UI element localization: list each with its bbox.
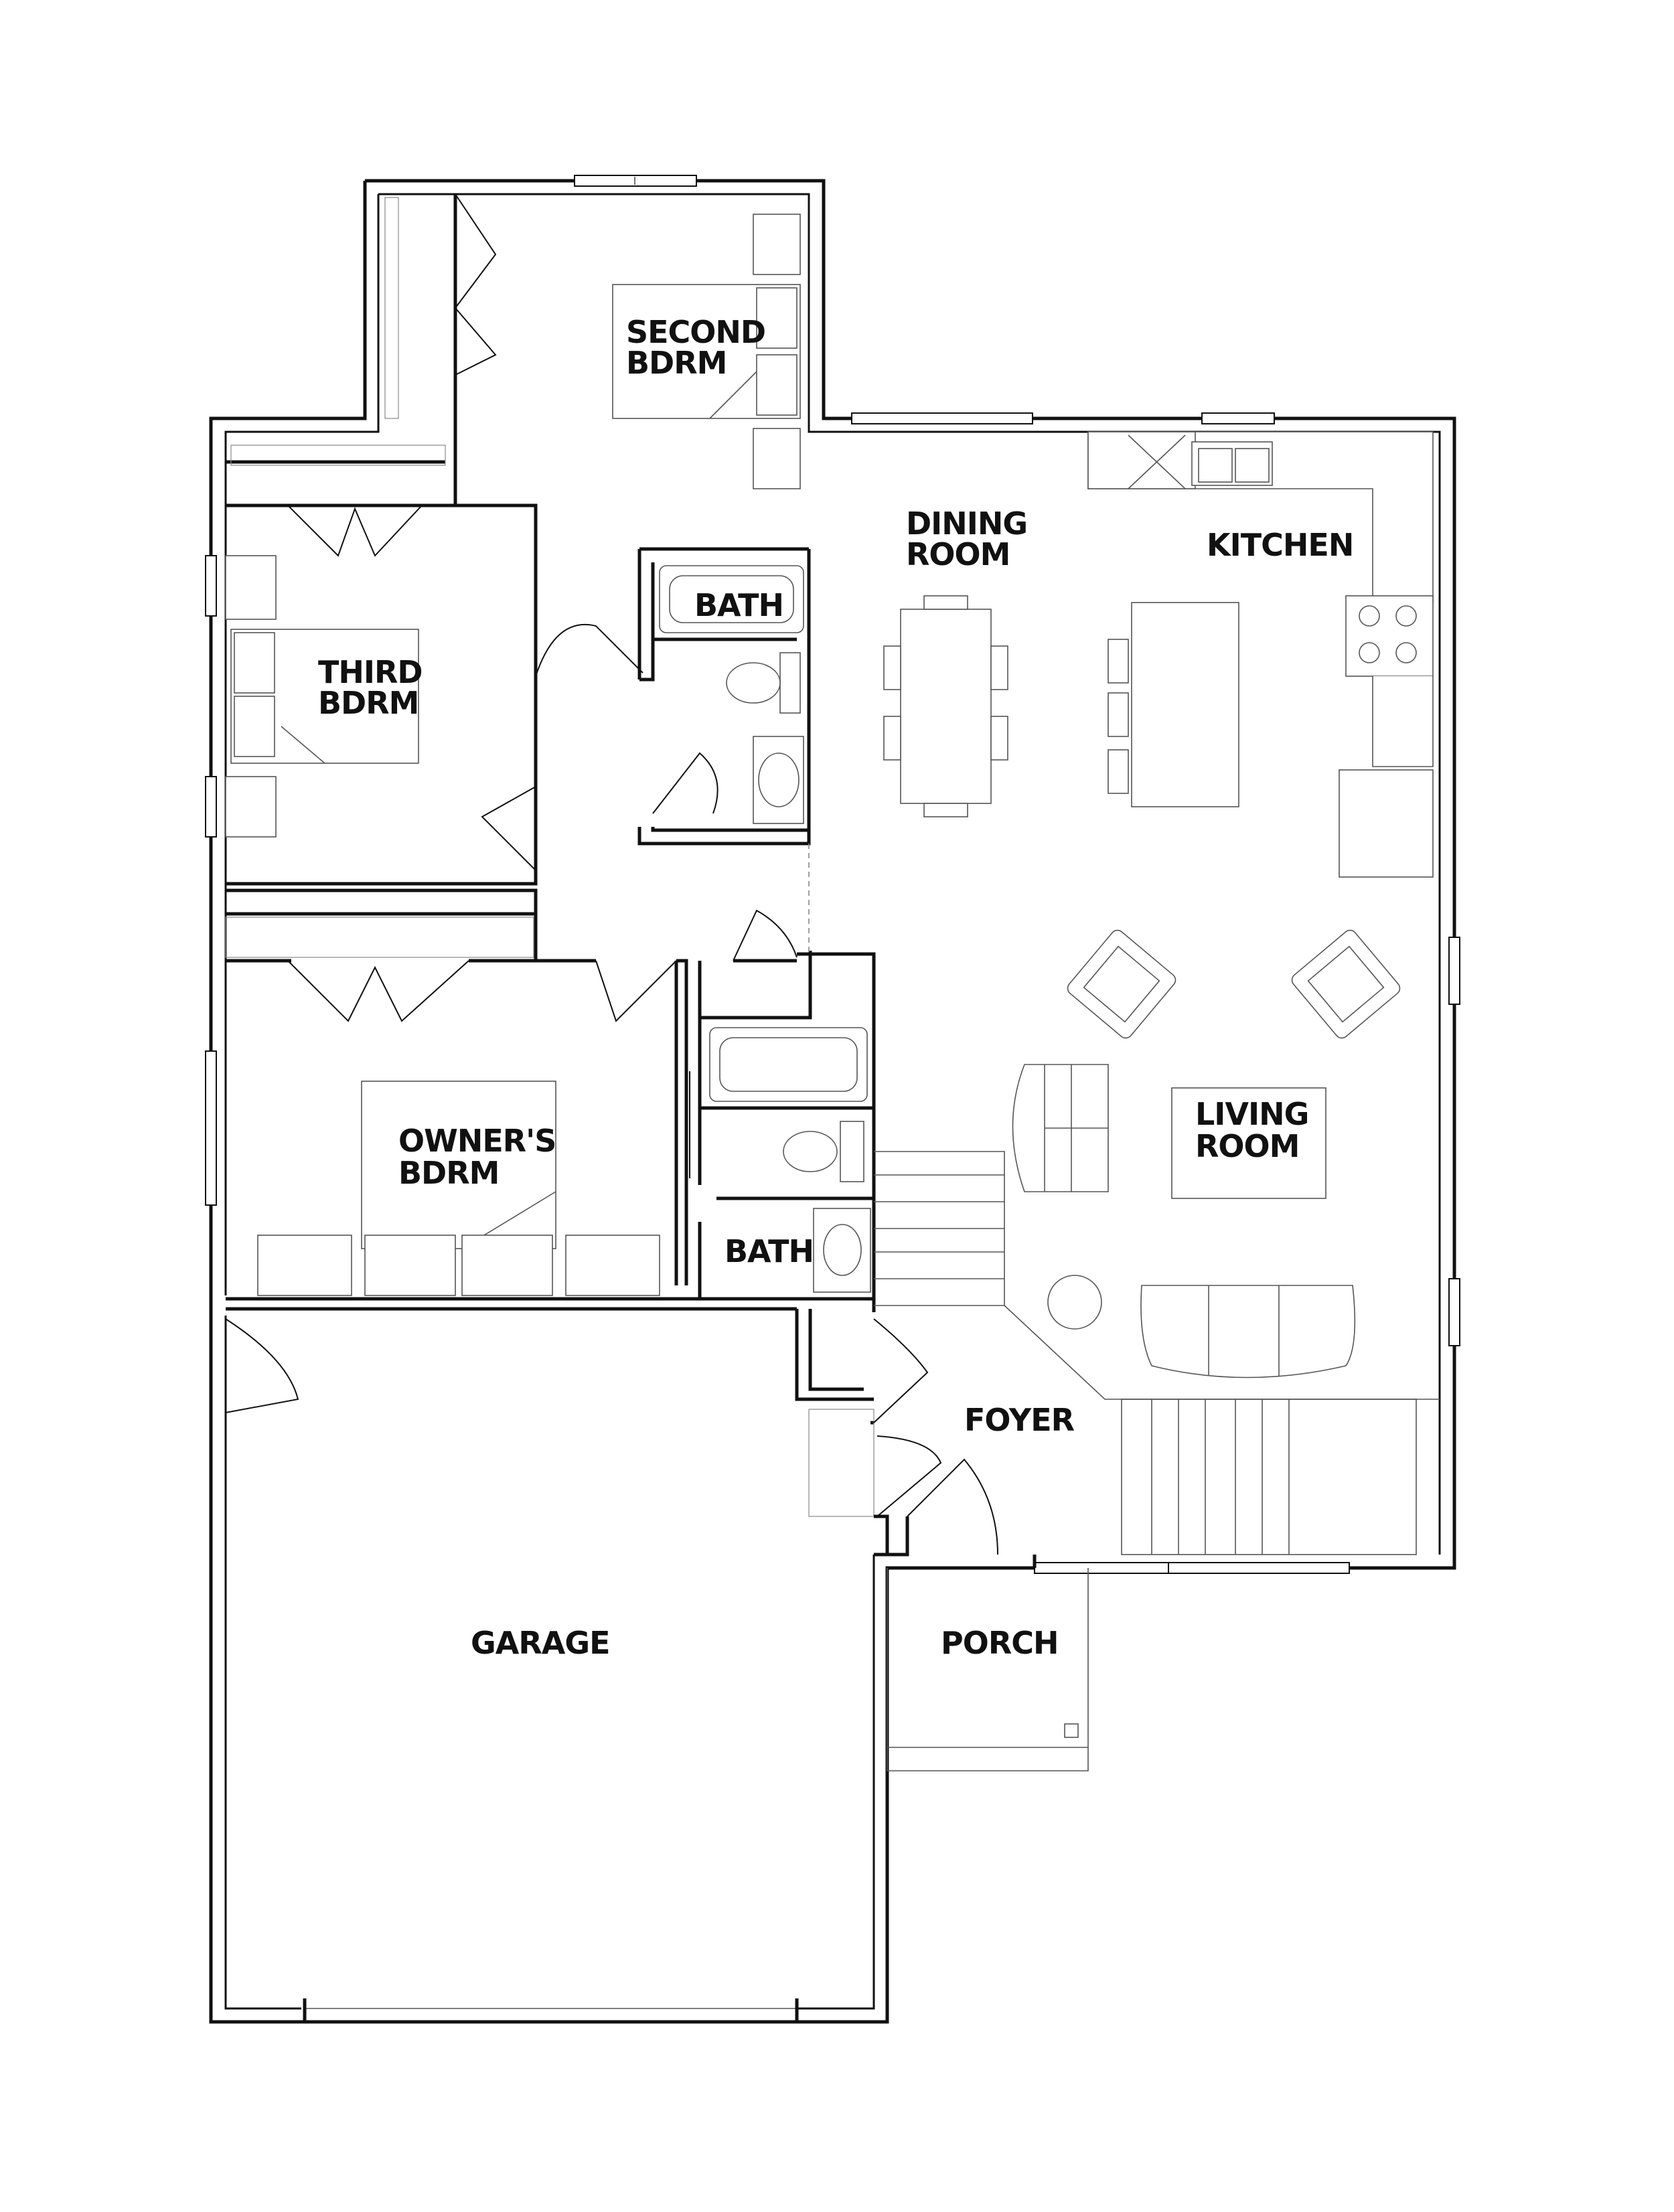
third-bedroom-furniture xyxy=(225,445,446,838)
label-living-room: LIVING xyxy=(1195,1096,1308,1132)
windows xyxy=(205,175,1460,1574)
porch xyxy=(887,1568,1089,1771)
label-living-room: ROOM xyxy=(1195,1128,1299,1164)
doors xyxy=(225,193,998,1555)
second-bedroom-furniture xyxy=(384,197,801,489)
label-dining-room: DINING xyxy=(906,505,1027,542)
label-garage: GARAGE xyxy=(471,1625,610,1661)
label-second-bdrm: SECOND xyxy=(626,314,765,350)
label-third-bdrm: BDRM xyxy=(318,685,418,721)
stairs xyxy=(874,1174,1417,1555)
label-bath-lower: BATH xyxy=(725,1233,814,1269)
room-labels: SECOND BDRM THIRD BDRM OWNER'S BDRM BATH… xyxy=(318,314,1354,1661)
label-second-bdrm: BDRM xyxy=(626,345,727,381)
upper-bath-fixtures xyxy=(659,565,804,824)
dining-table xyxy=(883,595,1008,817)
label-porch: PORCH xyxy=(941,1625,1059,1661)
label-third-bdrm: THIRD xyxy=(318,654,423,690)
label-bath-upper: BATH xyxy=(694,587,783,623)
interior-walls xyxy=(226,194,1440,1568)
owners-bath-fixtures xyxy=(709,1027,871,1293)
label-foyer: FOYER xyxy=(964,1402,1075,1438)
owners-bedroom-furniture xyxy=(225,917,660,1296)
living-room-furniture xyxy=(1012,929,1401,1378)
label-owners-bdrm: BDRM xyxy=(398,1155,499,1191)
label-kitchen: KITCHEN xyxy=(1207,527,1353,563)
kitchen-fixtures xyxy=(1087,431,1434,878)
label-dining-room: ROOM xyxy=(906,536,1010,572)
label-owners-bdrm: OWNER'S xyxy=(398,1123,556,1159)
